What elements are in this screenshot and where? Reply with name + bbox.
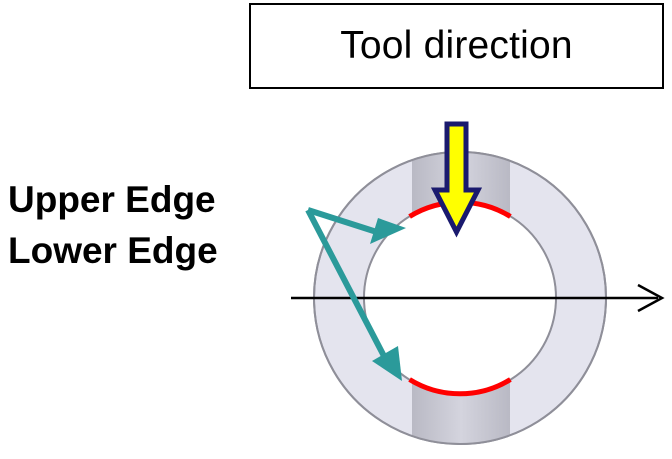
lower-edge-pointer-arrowhead-icon bbox=[372, 346, 402, 381]
tool-direction-label: Tool direction bbox=[340, 24, 573, 67]
lower-edge-arc bbox=[408, 377, 512, 397]
upper-edge-pointer-arrowhead-icon bbox=[370, 218, 406, 244]
lower-edge-label: Lower Edge bbox=[8, 230, 218, 271]
tool-direction-box: Tool direction bbox=[249, 3, 664, 89]
edge-pointer-arrows bbox=[305, 207, 406, 381]
lower-edge-pointer-line bbox=[305, 208, 389, 362]
upper-edge-pointer-line bbox=[307, 207, 384, 237]
horizontal-axis-arrowhead-icon bbox=[637, 283, 665, 313]
edge-labels: Upper Edge Lower Edge bbox=[8, 174, 218, 276]
tool-direction-arrow-icon bbox=[430, 121, 483, 238]
upper-edge-label: Upper Edge bbox=[8, 179, 216, 220]
